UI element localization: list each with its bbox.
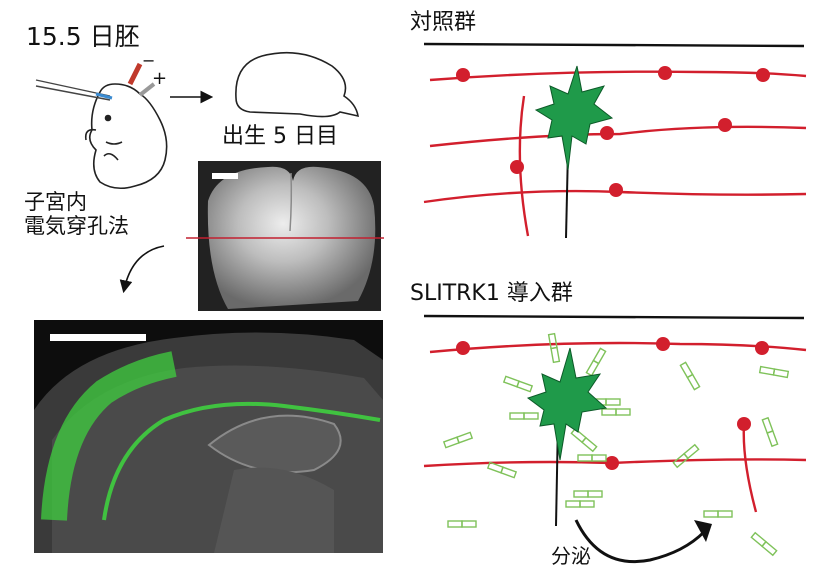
arrow-to-section: [119, 245, 165, 294]
axon: [742, 423, 758, 513]
minus-sign: −: [142, 51, 155, 70]
pia-line: [423, 314, 805, 320]
synapse-dot: [656, 337, 670, 351]
neuron-soma: [526, 347, 608, 461]
scale-bar: [50, 334, 146, 341]
embryo-illustration: [84, 83, 168, 190]
axon: [429, 125, 807, 148]
secretion-arrowhead: [694, 520, 712, 542]
postnatal-day-label: 出生 5 日目: [222, 124, 338, 149]
synapse-dot: [456, 68, 470, 82]
synapse-dot: [609, 183, 623, 197]
method-line-2: 電気穿孔法: [24, 214, 129, 238]
synapse-dot: [755, 341, 769, 355]
scale-bar: [212, 173, 238, 179]
pup-brain-outline: [235, 51, 359, 118]
pia-line: [423, 42, 805, 48]
control-diagram: [423, 42, 807, 239]
axon: [429, 70, 807, 82]
neuron-soma: [534, 65, 614, 171]
secreted-protein-cluster: [443, 332, 790, 556]
synapse-dot: [600, 126, 614, 140]
axon: [429, 341, 807, 354]
electrode-illustration: − +: [35, 51, 167, 101]
method-line-1: 子宮内: [24, 190, 87, 214]
plus-sign: +: [152, 68, 167, 89]
synapse-dot: [737, 417, 751, 431]
synapse-dot: [658, 66, 672, 80]
embryo-age-label: 15.5 日胚: [26, 22, 140, 51]
secretion-arrow: [574, 519, 706, 564]
synapse-dot: [605, 456, 619, 470]
slitrk1-diagram: [423, 314, 807, 564]
control-group-label: 対照群: [410, 10, 477, 35]
secretion-label: 分泌: [551, 544, 591, 568]
coronal-section-photo: [34, 320, 383, 553]
slitrk1-group-label: SLITRK1 導入群: [410, 281, 573, 306]
in-utero-electroporation-label: 子宮内 電気穿孔法: [24, 190, 129, 238]
synapse-dot: [718, 118, 732, 132]
synapse-dot: [756, 68, 770, 82]
synapse-dot: [510, 160, 524, 174]
synapse-dot: [456, 341, 470, 355]
